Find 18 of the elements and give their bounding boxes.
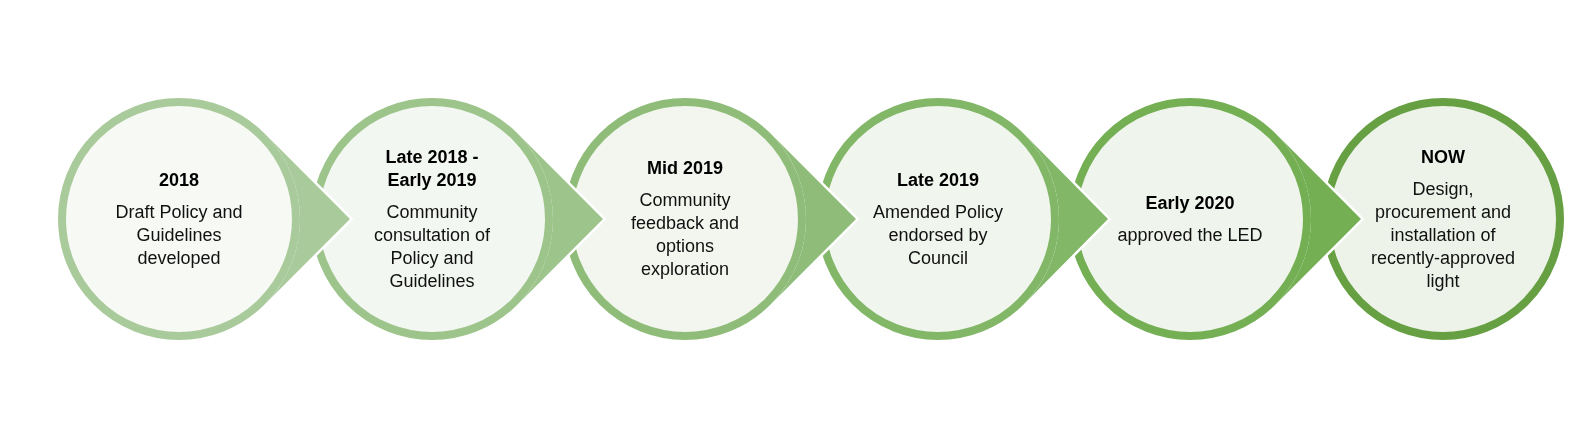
chevron-arrow	[770, 133, 856, 305]
stage-date: Mid 2019	[646, 157, 723, 180]
chevron-arrow	[517, 133, 603, 305]
chevron-arrow	[1024, 134, 1108, 304]
stage-circle	[58, 98, 300, 340]
stage-date: NOW	[1421, 145, 1465, 169]
stage-date: 2018	[158, 168, 199, 192]
stage-description: Community consultation of Policy and Guidelines	[372, 200, 492, 293]
chevron-arrow	[1275, 133, 1361, 305]
stage-description: approved the LED	[1117, 223, 1263, 247]
stage-date: Late 2018 - Early 2019	[384, 145, 480, 192]
stage-description: Community feedback and options exploration	[629, 189, 741, 281]
chevron-arrow	[264, 133, 350, 305]
stage-date: Early 2020	[1145, 191, 1235, 215]
stage-description: Amended Policy endorsed by Council	[871, 200, 1005, 270]
stage-description: Design, procurement and installation of recently-approved light	[1369, 177, 1517, 293]
stage-description: Draft Policy and Guidelines developed	[114, 200, 244, 270]
stage-date: Late 2019	[896, 168, 980, 192]
